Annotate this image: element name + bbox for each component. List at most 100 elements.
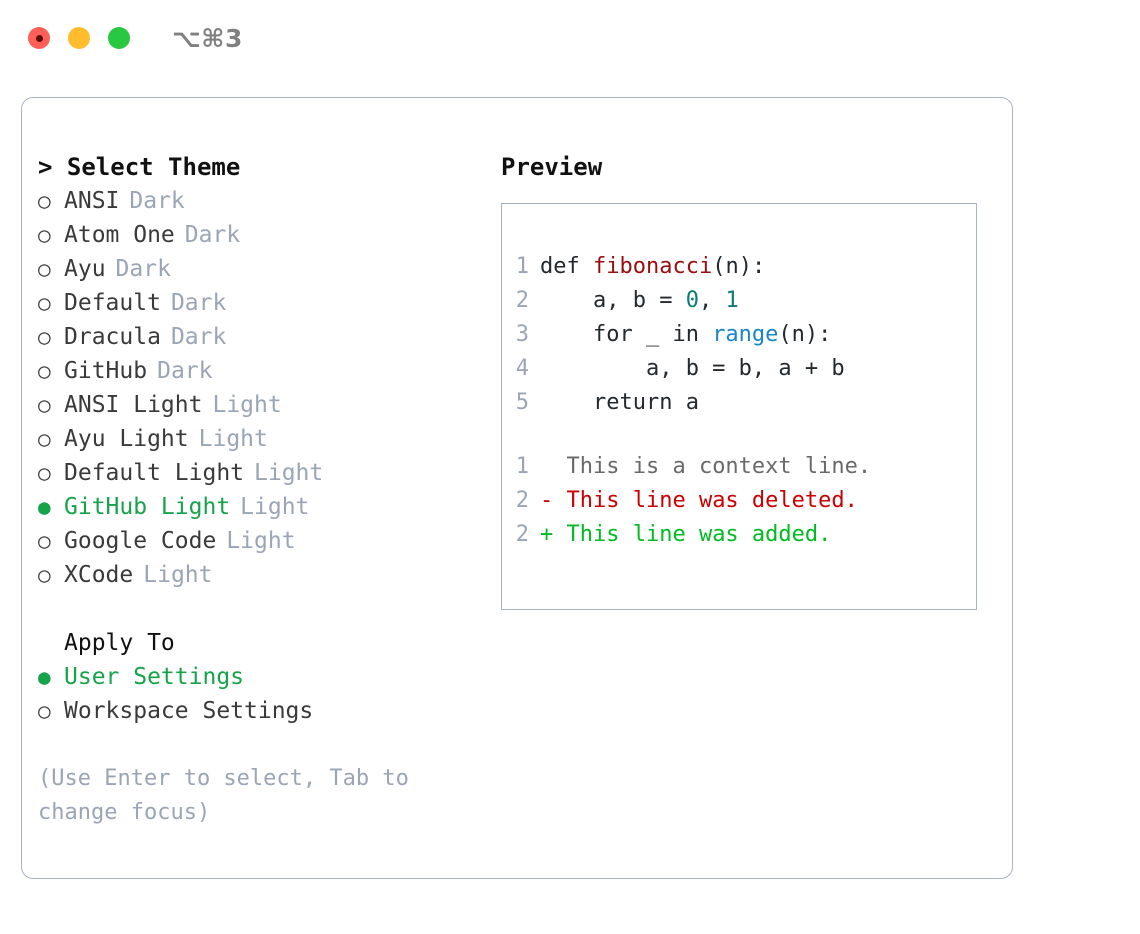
code-token: for _ in [540,322,713,347]
code-token: return a [540,390,699,415]
theme-option-github[interactable]: ○ GitHub Dark [38,354,478,388]
code-token: def [540,254,593,279]
apply-to-options: ●User Settings ○ Workspace Settings [38,660,478,728]
theme-variant-badge: Dark [129,188,185,214]
preview-spacer [502,420,976,450]
radio-unselected-icon: ○ [38,325,51,349]
code-text: return a [540,386,699,420]
keyboard-shortcut-label: ⌥⌘3 [172,23,243,53]
code-text: a, b = 0, 1 [540,284,739,318]
code-line: 1 def fibonacci(n): [502,250,976,284]
theme-variant-badge: Dark [115,256,171,282]
code-token: 0 [685,288,699,313]
line-number: 2 [515,488,529,513]
theme-variant-badge: Light [212,392,282,418]
code-token: , [698,288,726,313]
diff-text: This line was added. [553,522,832,547]
theme-variant-badge: Light [240,494,310,520]
diff-sample: 1 This is a context line.2- This line wa… [502,450,976,552]
theme-option-label: Ayu Light [64,426,189,452]
apply-to-option-user-settings[interactable]: ●User Settings [38,660,478,694]
title-bar: ⌥⌘3 [0,0,1140,76]
code-line: 3 for _ in range(n): [502,318,976,352]
code-token: a, b = [540,288,686,313]
keyboard-hint-text: (Use Enter to select, Tab to change focu… [38,766,423,825]
theme-variant-badge: Light [143,562,213,588]
diff-marker [540,450,553,484]
diff-text: This line was deleted. [553,488,858,513]
apply-to-option-label: Workspace Settings [64,698,314,724]
line-number: 2 [515,288,529,313]
theme-variant-badge: Light [254,460,324,486]
radio-unselected-icon: ○ [38,291,51,315]
theme-option-xcode[interactable]: ○ XCode Light [38,558,478,592]
code-text: a, b = b, a + b [540,352,845,386]
theme-variant-badge: Dark [170,290,227,316]
preview-heading: Preview [501,153,603,181]
theme-option-ayu-light[interactable]: ○ Ayu Light Light [38,422,478,456]
radio-unselected-icon: ○ [38,461,51,485]
theme-variant-badge: Light [226,528,296,554]
diff-marker: + [540,522,554,547]
apply-to-heading: Apply To [64,630,175,656]
theme-option-label: Default Light [64,460,245,486]
radio-unselected-icon: ○ [38,223,51,247]
line-number: 1 [515,254,529,279]
diff-marker: - [540,488,554,513]
code-token: (n): [778,322,832,347]
radio-unselected-icon: ○ [38,189,51,213]
code-token: a, b = b, a + b [540,356,845,381]
maximize-button-icon[interactable] [108,27,130,49]
code-token: 1 [725,288,739,313]
radio-unselected-icon: ○ [38,699,51,723]
minimize-button-icon[interactable] [68,27,90,49]
line-number: 4 [515,356,529,381]
code-text: for _ in range(n): [540,318,831,352]
theme-option-label: XCode [64,562,134,588]
line-number: 2 [515,522,529,547]
diff-text: This is a context line. [553,454,872,479]
radio-unselected-icon: ○ [38,393,51,417]
code-text: def fibonacci(n): [540,250,765,284]
theme-variant-badge: Dark [170,324,227,350]
code-token: range [712,322,779,347]
diff-line-ctx: 1 This is a context line. [502,450,976,484]
select-theme-heading: > Select Theme [38,153,241,181]
radio-unselected-icon: ○ [38,359,51,383]
radio-unselected-icon: ○ [38,257,51,281]
radio-unselected-icon: ○ [38,427,51,451]
theme-option-label: Atom One [64,222,175,248]
apply-to-option-workspace-settings[interactable]: ○ Workspace Settings [38,694,478,728]
diff-line-del: 2- This line was deleted. [502,484,976,518]
theme-variant-badge: Light [198,426,268,452]
theme-variant-badge: Dark [184,222,241,248]
code-line: 2 a, b = 0, 1 [502,284,976,318]
diff-line-add: 2 + This line was added. [502,518,976,552]
theme-variant-badge: Dark [157,358,213,384]
line-number: 5 [515,390,529,415]
radio-unselected-icon: ○ [38,563,51,587]
code-token: (n): [712,254,766,279]
window-controls [28,27,130,49]
line-number: 1 [515,454,529,479]
theme-option-default-light[interactable]: ○ Default Light Light [38,456,478,490]
radio-unselected-icon: ○ [38,529,51,553]
radio-selected-icon: ● [38,495,51,519]
code-line: 4 a, b = b, a + b [502,352,976,386]
radio-selected-icon: ● [38,665,51,689]
theme-option-label: GitHub [64,358,148,384]
theme-option-atom-one[interactable]: ○ Atom One Dark [38,218,478,252]
close-button-icon[interactable] [28,27,50,49]
